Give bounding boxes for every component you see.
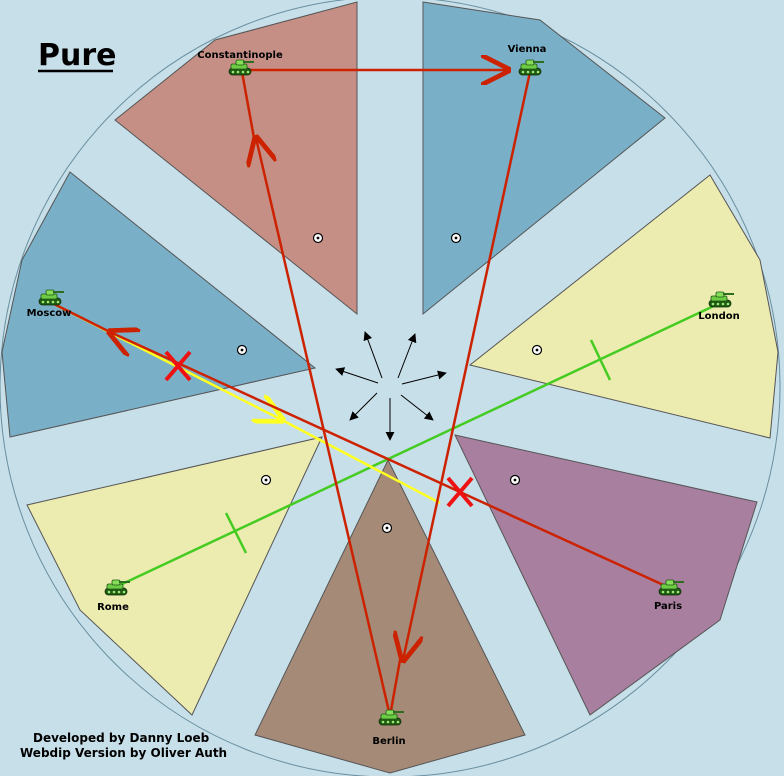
territory-label-moscow: Moscow (27, 308, 72, 319)
territory-constantinople[interactable] (114, 1, 358, 316)
territory-moscow[interactable] (1, 171, 317, 438)
territory-label-berlin: Berlin (372, 736, 405, 747)
hold-orders (117, 302, 719, 588)
supply-center-dot-icon (509, 474, 521, 486)
supply-center-dot-icon (381, 522, 393, 534)
territory-label-paris: Paris (654, 601, 682, 612)
center-compass (335, 331, 447, 441)
supply-center-dot-icon (450, 232, 462, 244)
territory-label-constantinople: Constantinople (197, 50, 283, 61)
dislodged-marker-paris (446, 476, 474, 508)
support-order (281, 418, 441, 505)
map-title: Pure (38, 38, 117, 73)
territory-label-vienna: Vienna (508, 44, 547, 55)
territory-london[interactable] (468, 174, 779, 439)
move-orders (51, 70, 671, 717)
credit-webdip: Webdip Version by Oliver Auth (20, 746, 227, 760)
supply-center-dot-icon (236, 344, 248, 356)
territory-paris[interactable] (454, 434, 758, 716)
dislodged-marker-moscow (164, 350, 192, 382)
territory-label-rome: Rome (97, 602, 129, 613)
territory-berlin[interactable] (254, 458, 526, 774)
supply-center-dot-icon (531, 344, 543, 356)
territory-label-london: London (698, 311, 740, 322)
supply-center-dot-icon (260, 474, 272, 486)
territory-rome[interactable] (26, 436, 323, 716)
credit-developer: Developed by Danny Loeb (33, 731, 210, 745)
supply-center-dot-icon (312, 232, 324, 244)
